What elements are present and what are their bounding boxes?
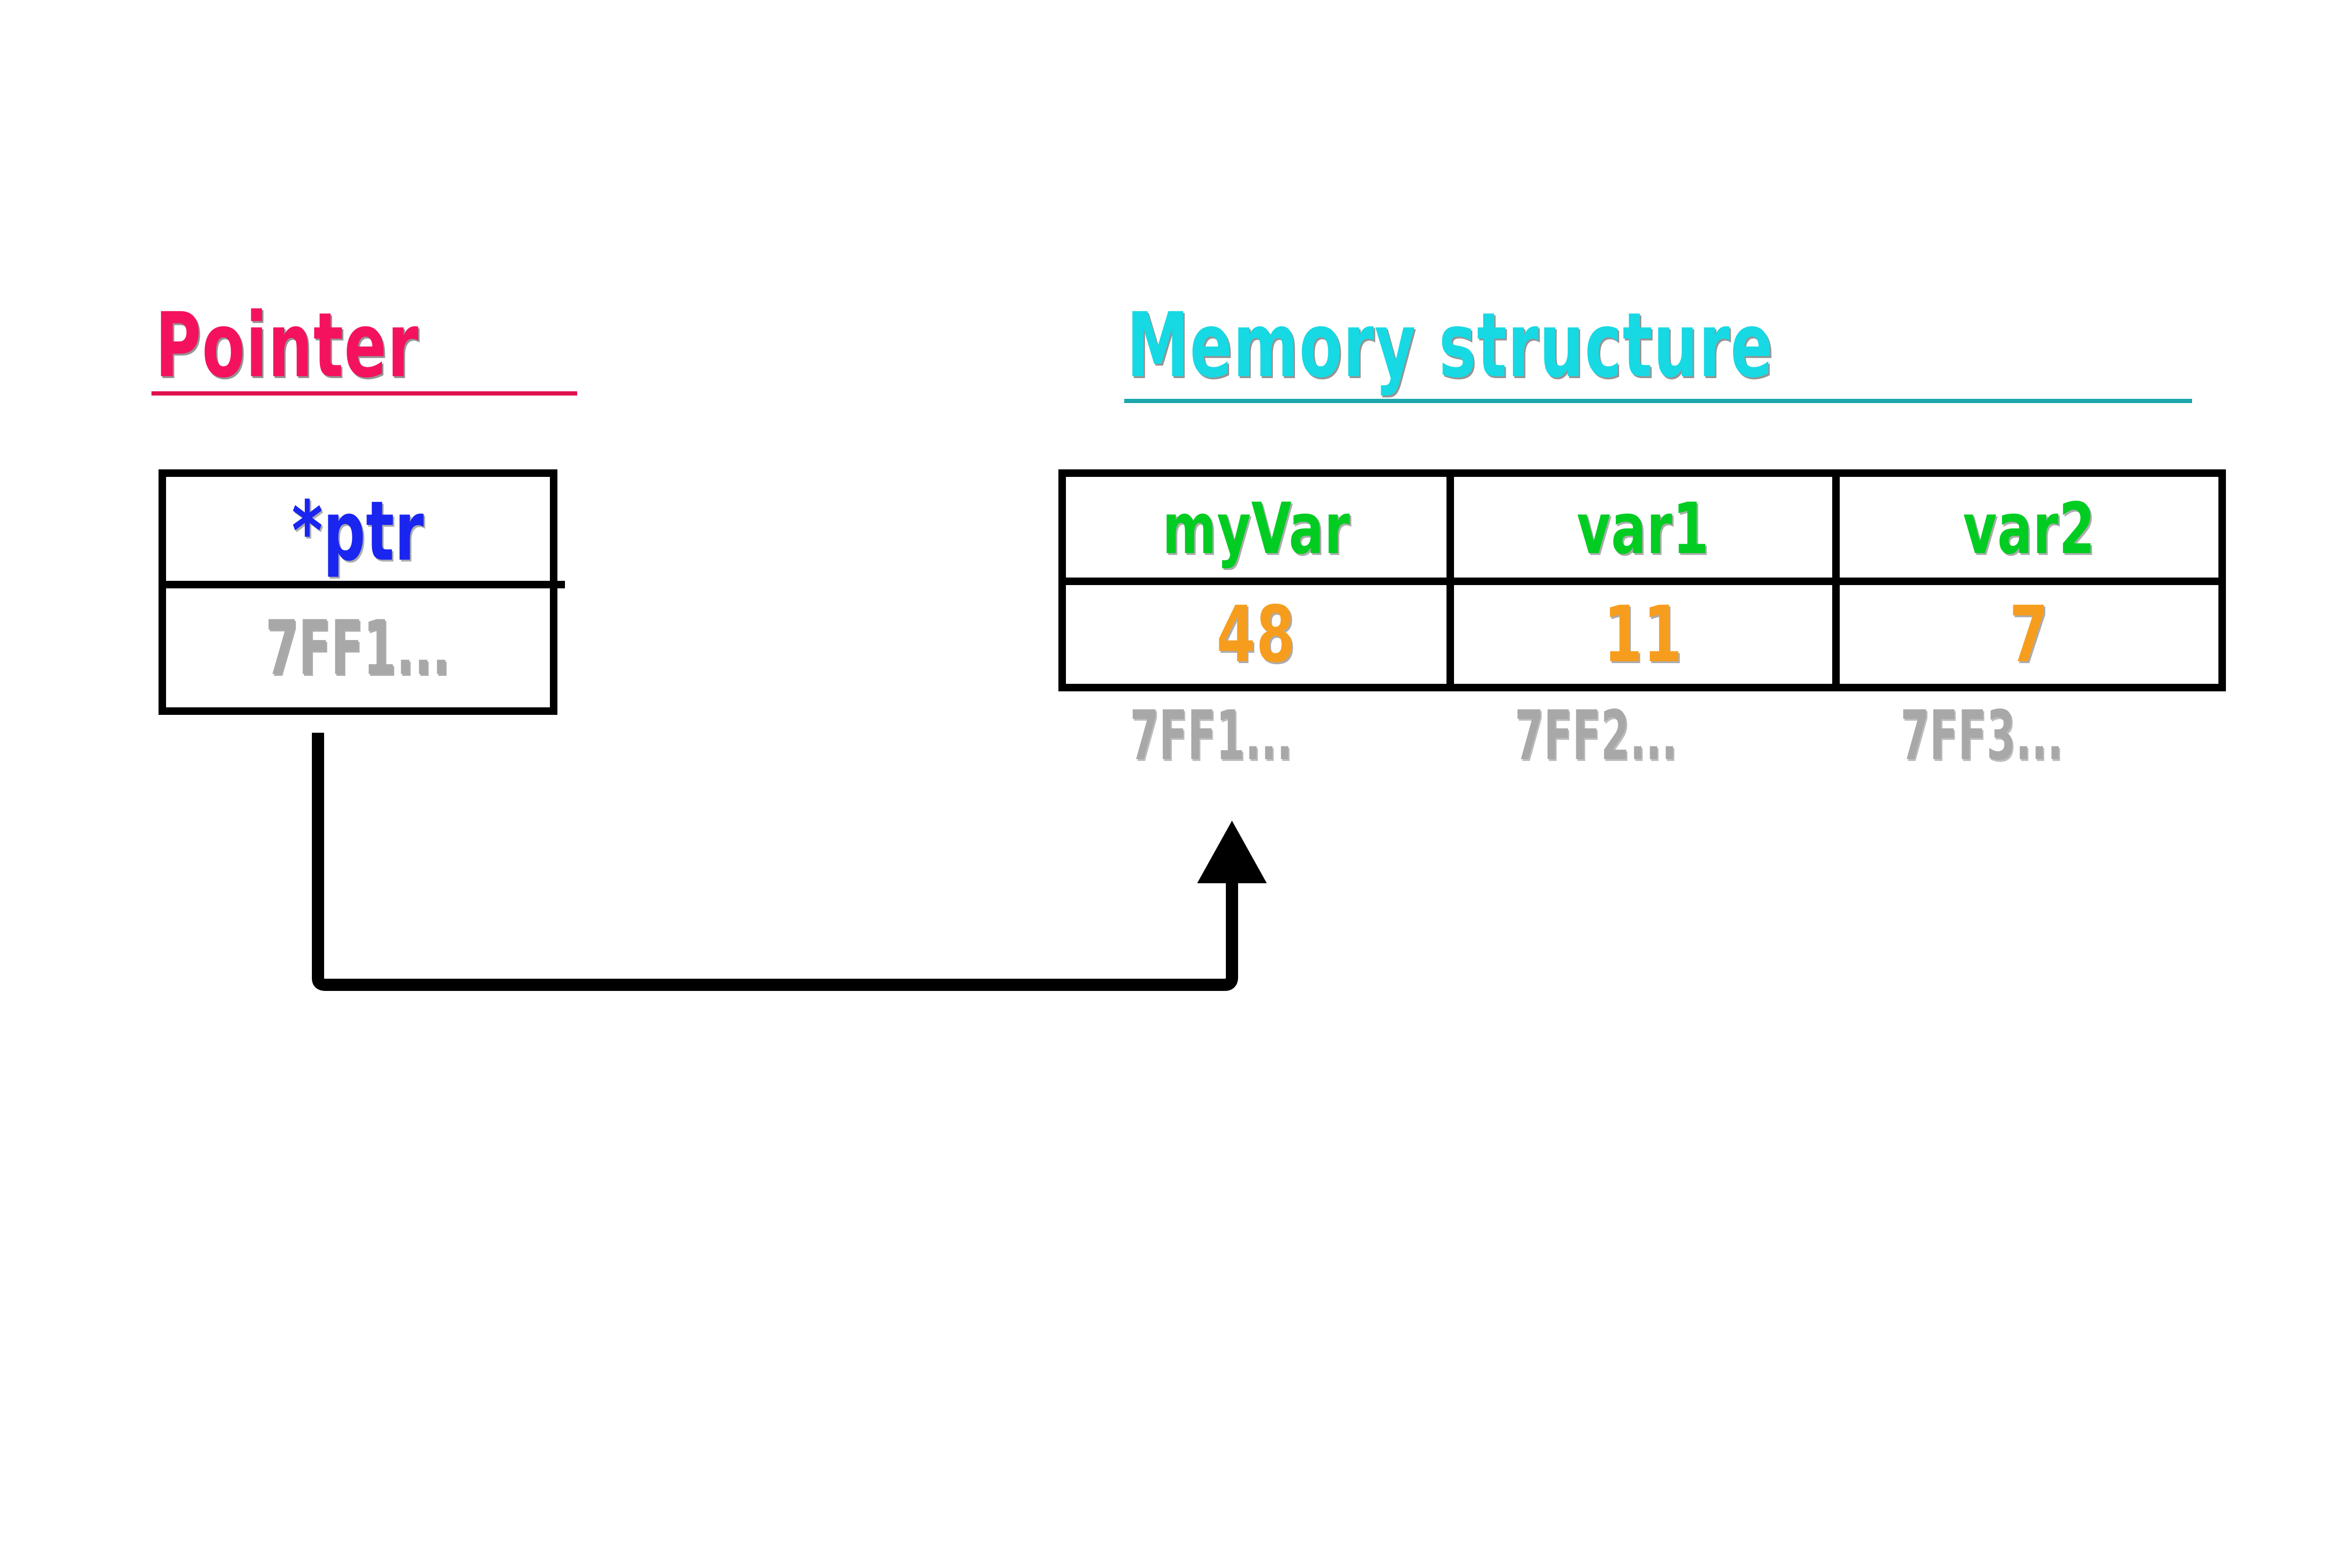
memory-cell-value-var1: 11 [1454,585,1832,684]
pointer-box: *ptr 7FF1... [159,469,565,715]
memory-table-column-divider [1832,469,1840,691]
memory-structure-title-underline [1124,399,2192,403]
memory-variable-name: var1 [1577,488,1709,570]
memory-cell-name-var2: var2 [1840,477,2218,578]
memory-cell-name-myvar: myVar [1066,477,1446,578]
memory-cell-value-myvar: 48 [1066,585,1446,684]
memory-variable-value: 11 [1603,589,1683,680]
memory-address-label: 7FF1... [1130,696,1293,776]
memory-cell-value-var2: 7 [1840,585,2218,684]
memory-address-label: 7FF3... [1900,696,2063,776]
arrow-head-icon [1197,821,1267,883]
memory-address-label: 7FF2... [1515,696,1677,776]
memory-table: myVar var1 var2 48 11 7 [1058,469,2226,691]
pointer-title: Pointer [155,293,419,397]
pointer-address-cell: 7FF1... [166,588,550,707]
memory-variable-name: var2 [1963,488,2096,570]
memory-table-column-divider [1446,469,1454,691]
memory-variable-name: myVar [1162,488,1351,570]
memory-variable-value: 48 [1216,589,1296,680]
pointer-box-row-divider [159,581,565,588]
memory-address-labels: 7FF1... 7FF2... 7FF3... [1058,702,2226,772]
memory-table-row-divider [1058,578,2226,585]
pointer-name-cell: *ptr [166,477,550,581]
pointer-address-label: 7FF1... [265,603,451,692]
memory-cell-name-var1: var1 [1454,477,1832,578]
memory-variable-value: 7 [2009,589,2049,680]
pointer-name-label: *ptr [292,484,424,579]
pointer-title-underline [151,391,577,396]
memory-structure-title: Memory structure [1127,293,1774,397]
